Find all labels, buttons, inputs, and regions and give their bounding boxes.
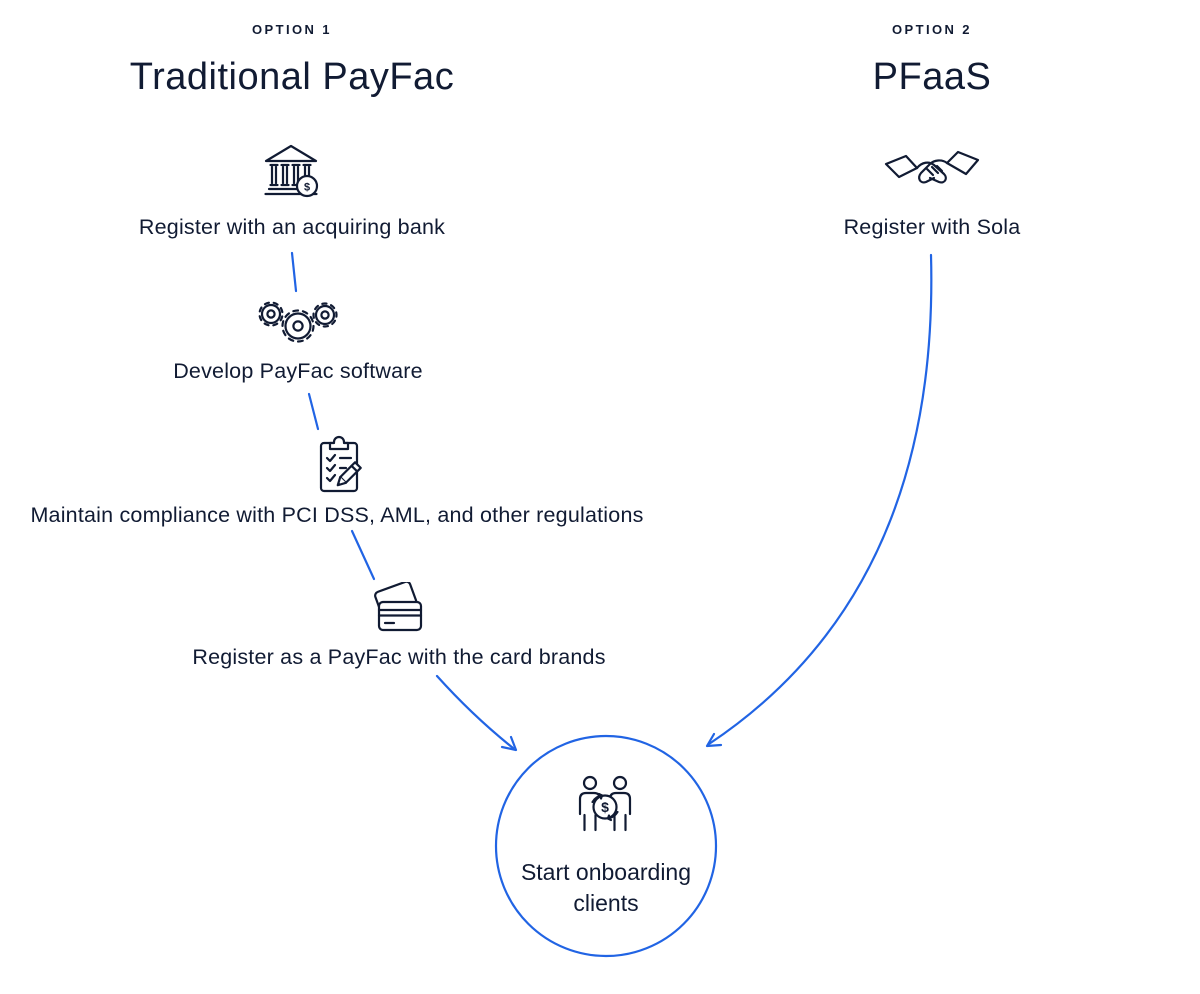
step-label: Develop PayFac software	[173, 359, 423, 383]
compliance-checklist-icon	[314, 434, 366, 501]
step-label: Register as a PayFac with the card brand…	[192, 645, 606, 669]
connector-line	[307, 392, 320, 431]
arrow-right-curve	[707, 253, 933, 746]
option2-title: PFaaS	[872, 56, 992, 98]
connector-line	[350, 529, 376, 581]
option1-title: Traditional PayFac	[129, 56, 455, 98]
step-label: Register with Sola	[843, 215, 1021, 239]
credit-cards-icon	[362, 580, 426, 641]
gears-icon	[254, 295, 342, 356]
option2-eyebrow: OPTION 2	[892, 22, 972, 37]
handshake-icon	[884, 148, 980, 209]
arrow-left-head	[500, 735, 518, 752]
result-circle	[494, 734, 718, 958]
step-label: Maintain compliance with PCI DSS, AML, a…	[30, 503, 644, 527]
dollar-sign: $	[304, 182, 310, 194]
arrow-left-curve	[435, 674, 515, 750]
bank-icon: $	[260, 141, 322, 204]
step-label: Register with an acquiring bank	[138, 215, 446, 239]
onboarding-clients-icon: $	[572, 774, 638, 837]
option1-eyebrow: OPTION 1	[252, 22, 332, 37]
arrow-right-head	[705, 732, 723, 748]
connector-line	[290, 251, 298, 293]
dollar-sign: $	[601, 799, 609, 815]
result-label: Start onboarding clients	[520, 859, 692, 916]
